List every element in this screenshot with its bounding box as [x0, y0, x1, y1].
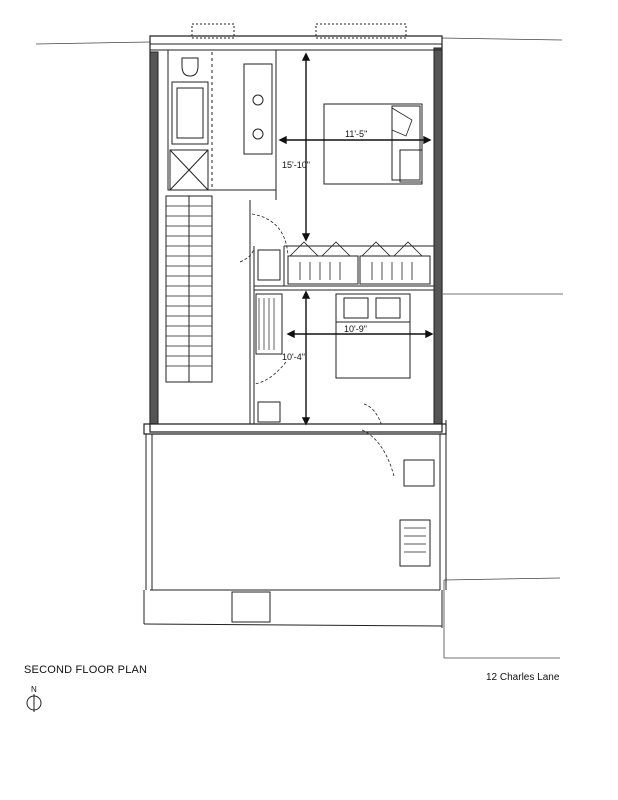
bed-second: [336, 294, 410, 378]
north-arrow-icon: [27, 694, 41, 712]
exterior-walls: [150, 36, 442, 432]
dim-bedroom2-width: 10'-9": [344, 324, 367, 334]
bed-primary: [324, 104, 422, 184]
north-label: N: [31, 685, 37, 694]
stair: [166, 196, 212, 382]
dim-bedroom2-length: 10'-4": [282, 352, 305, 362]
interior-partitions: [250, 50, 434, 424]
terrace: [144, 420, 446, 628]
address-label: 12 Charles Lane: [486, 672, 560, 683]
dim-bedroom1-length: 15'-10": [282, 160, 310, 170]
wardrobes: [256, 242, 430, 422]
site-context-lines: [36, 38, 563, 658]
plan-title: SECOND FLOOR PLAN: [24, 664, 148, 676]
dim-bedroom1-width: 11'-5": [345, 129, 367, 139]
dimension-lines: [280, 54, 432, 424]
bathroom: [168, 50, 276, 190]
door-swings: [240, 214, 394, 476]
north-windows: [192, 24, 406, 38]
